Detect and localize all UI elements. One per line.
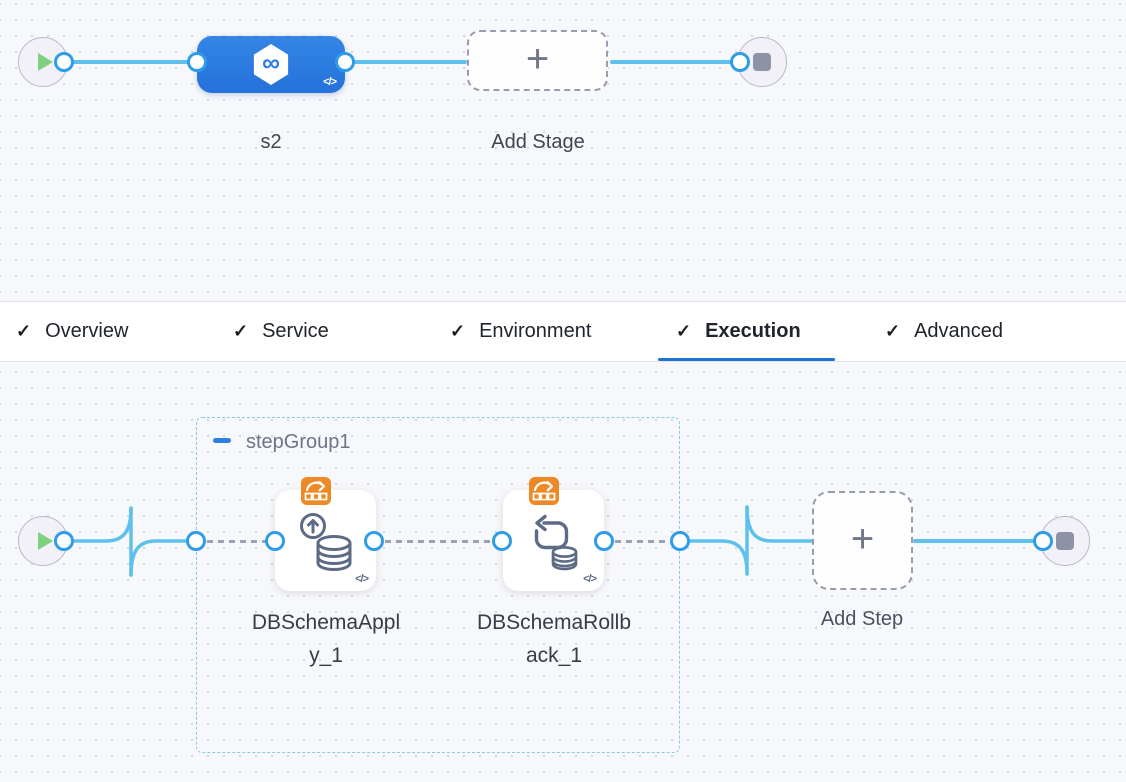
port-group-in[interactable] (186, 531, 206, 551)
stage-config-tabbar: ✓ Overview ✓ Service ✓ Environment ✓ Exe… (0, 301, 1126, 362)
check-icon: ✓ (233, 321, 249, 341)
tab-label: Overview (45, 320, 129, 342)
step-group-badge-icon (529, 477, 559, 505)
port-exec-start-out[interactable] (54, 531, 74, 551)
check-icon: ✓ (16, 321, 32, 341)
deploy-stage-hexagon-icon: ∞ (253, 44, 289, 85)
parallel-join-connector-left (64, 506, 196, 577)
tab-label: Advanced (914, 320, 1004, 342)
step-group-container[interactable] (196, 417, 680, 753)
port-start-out[interactable] (54, 52, 74, 72)
port-exec-end-in[interactable] (1033, 531, 1053, 551)
db-schema-rollback-icon (534, 514, 577, 570)
stage-link-addstage-to-end (610, 60, 740, 64)
port-apply-in[interactable] (265, 531, 285, 551)
step-node-dbschemarollback[interactable]: </> (503, 490, 604, 591)
plus-icon: + (525, 36, 550, 81)
step-node-dbschemaapply[interactable]: </> (275, 490, 376, 591)
port-group-out[interactable] (670, 531, 690, 551)
stage-link-s2-to-addstage (345, 60, 467, 64)
step-group-name: stepGroup1 (246, 431, 351, 453)
play-icon (38, 532, 53, 550)
tab-label: Environment (479, 320, 592, 342)
port-rollback-in[interactable] (492, 531, 512, 551)
active-tab-underline (658, 357, 835, 361)
check-icon: ✓ (450, 321, 466, 341)
port-end-in[interactable] (730, 52, 750, 72)
collapse-group-icon[interactable] (213, 438, 231, 443)
dashed-link-group-to-apply (196, 540, 275, 543)
step-name-label: DBSchemaRollback_1 (476, 611, 632, 667)
tab-overview[interactable]: ✓ Overview (16, 302, 128, 361)
link-addstep-to-end (913, 539, 1043, 543)
tab-label: Execution (705, 320, 801, 342)
play-icon (38, 53, 53, 71)
tab-service[interactable]: ✓ Service (233, 302, 329, 361)
tab-label: Service (262, 320, 329, 342)
tab-environment[interactable]: ✓ Environment (450, 302, 591, 361)
add-step-label: Add Step (820, 608, 904, 630)
add-stage-button[interactable]: + (467, 30, 608, 91)
add-step-button[interactable]: + (812, 491, 913, 590)
port-apply-out[interactable] (364, 531, 384, 551)
port-s2-out[interactable] (335, 52, 355, 72)
dashed-link-rollback-to-group (604, 540, 680, 543)
port-rollback-out[interactable] (594, 531, 614, 551)
step-group-badge-icon (301, 477, 331, 505)
parallel-join-connector-right (680, 505, 812, 576)
stage-flow-end-node (737, 37, 787, 87)
stage-link-start-to-s2 (64, 60, 197, 64)
stop-icon (753, 53, 771, 71)
code-view-icon[interactable]: </> (323, 76, 337, 88)
stage-node-s2[interactable]: ∞ </> (197, 36, 345, 93)
code-view-icon[interactable]: </> (583, 573, 597, 585)
check-icon: ✓ (885, 321, 901, 341)
check-icon: ✓ (676, 321, 692, 341)
code-view-icon[interactable]: </> (355, 573, 369, 585)
stop-icon (1056, 532, 1074, 550)
tab-execution[interactable]: ✓ Execution (676, 302, 801, 361)
infinity-icon: ∞ (262, 49, 280, 77)
tab-advanced[interactable]: ✓ Advanced (885, 302, 1003, 361)
plus-icon: + (850, 516, 875, 561)
dashed-link-apply-to-rollback (374, 540, 502, 543)
port-s2-in[interactable] (187, 52, 207, 72)
add-stage-label: Add Stage (491, 131, 585, 153)
step-name-label: DBSchemaApply_1 (251, 611, 401, 667)
stage-name-label: s2 (260, 131, 282, 153)
db-schema-apply-icon (299, 512, 351, 571)
